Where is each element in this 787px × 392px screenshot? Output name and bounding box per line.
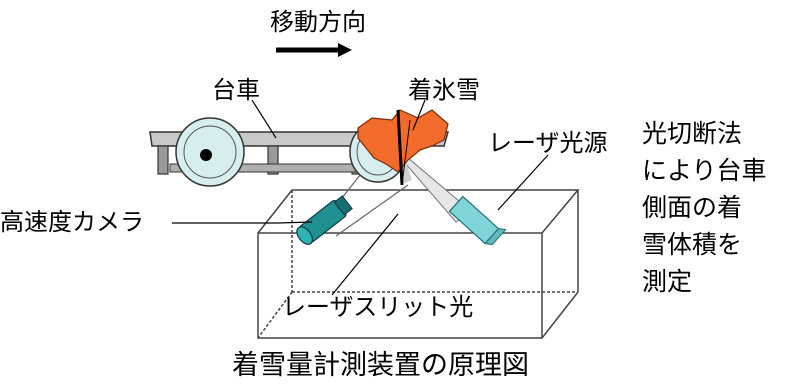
leader-lines (172, 99, 549, 296)
direction-arrow (276, 43, 352, 57)
wheel-left (175, 117, 245, 187)
side-note-line: 光切断法 (642, 119, 743, 148)
side-note-line: 雪体積を (642, 230, 743, 259)
side-note-line: により台車 (642, 156, 767, 185)
snow-accretion (357, 109, 449, 186)
camera (296, 195, 353, 245)
side-note: 光切断法 により台車 側面の着 雪体積を 測定 (642, 115, 767, 300)
side-note-line: 測定 (642, 267, 693, 296)
laser-head (448, 195, 507, 246)
direction-label: 移動方向 (270, 8, 366, 36)
snow-ice-label: 着氷雪 (408, 76, 480, 104)
camera-label: 高速度カメラ (0, 208, 144, 236)
caption: 着雪量計測装置の原理図 (232, 350, 529, 381)
laser-slit-label: レーザスリット光 (282, 293, 474, 321)
laser-source-label: レーザ光源 (488, 129, 608, 157)
side-note-line: 側面の着 (642, 193, 743, 222)
cart-label: 台車 (212, 76, 260, 104)
